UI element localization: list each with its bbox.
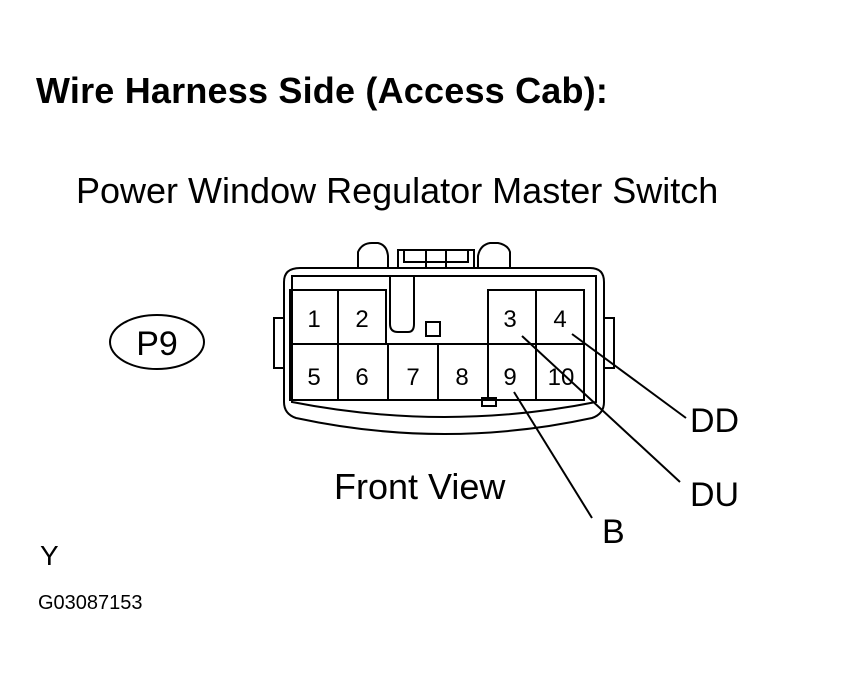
color-code: Y (40, 540, 59, 571)
leader-line-b (513, 391, 593, 519)
terminal-grid (289, 289, 585, 401)
wire-label-du: DU (690, 476, 739, 514)
terminal-9: 9 (503, 364, 516, 391)
terminal-6: 6 (355, 364, 368, 391)
connector-code-oval (109, 314, 205, 370)
connector-code: P9 (136, 325, 178, 363)
terminal-7: 7 (406, 364, 419, 391)
terminal-2: 2 (355, 306, 368, 333)
connector-housing (273, 242, 615, 435)
terminal-4: 4 (553, 306, 566, 333)
diagram-title: Wire Harness Side (Access Cab): (36, 70, 609, 111)
wire-label-dd: DD (690, 402, 739, 440)
terminal-8: 8 (455, 364, 468, 391)
terminal-5: 5 (307, 364, 320, 391)
terminal-1: 1 (307, 306, 320, 333)
wire-label-b: B (602, 513, 625, 551)
component-name: Power Window Regulator Master Switch (76, 170, 719, 211)
terminal-10: 10 (548, 364, 575, 391)
leader-line-du (521, 335, 681, 483)
figure-id: G03087153 (38, 592, 143, 614)
view-label: Front View (334, 466, 506, 507)
terminal-3: 3 (503, 306, 516, 333)
leader-line-dd (571, 333, 687, 419)
